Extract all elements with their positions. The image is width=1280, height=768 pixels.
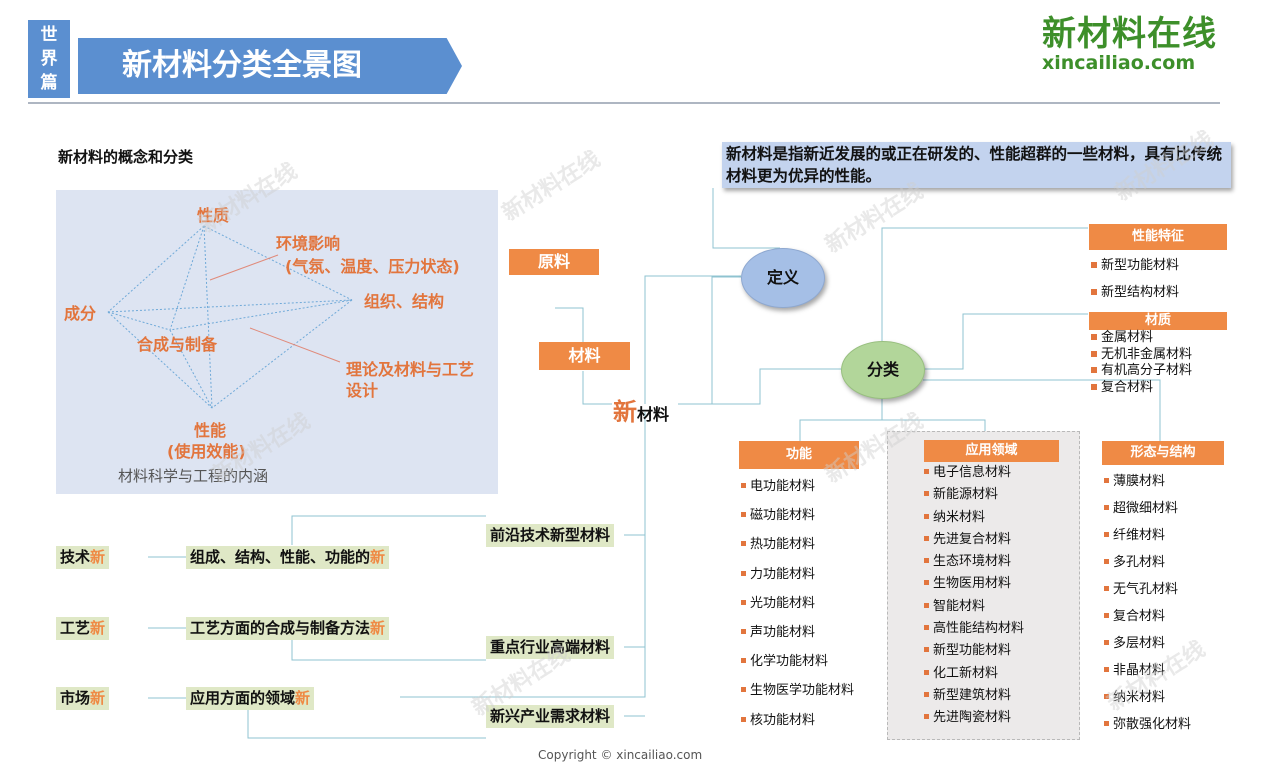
- list-item: 无机非金属材料: [1091, 347, 1192, 363]
- list-item: 生物医学功能材料: [741, 676, 854, 705]
- list-item: 金属材料: [1091, 330, 1153, 346]
- application-list: 电子信息材料 新能源材料 纳米材料 先进复合材料 生态环境材料 生物医用材料 智…: [924, 462, 1024, 730]
- list-item: 先进复合材料: [924, 529, 1024, 551]
- node-property: 性质: [197, 206, 230, 225]
- list-item: 无气孔材料: [1104, 576, 1191, 603]
- material-box: 材料: [539, 342, 630, 370]
- function-list: 电功能材料 磁功能材料 热功能材料 力功能材料 光功能材料 声功能材料 化学功能…: [741, 472, 854, 735]
- process-new-desc: 工艺方面的合成与制备方法新: [186, 617, 390, 640]
- list-item: 复合材料: [1091, 380, 1153, 396]
- list-item: 非晶材料: [1104, 657, 1191, 684]
- list-item: 超微细材料: [1104, 495, 1191, 522]
- side-tab-char: 界: [40, 49, 58, 69]
- side-tab-char: 世: [40, 25, 58, 45]
- annotation-environment: 环境影响: [276, 234, 341, 253]
- form-structure-list: 薄膜材料 超微细材料 纤维材料 多孔材料 无气孔材料 复合材料 多层材料 非晶材…: [1104, 468, 1191, 738]
- list-item: 高性能结构材料: [924, 618, 1024, 640]
- annotation-theory: 理论及材料与工艺: [346, 360, 475, 379]
- concept-panel: [56, 190, 498, 494]
- annotation-environment-sub: (气氛、温度、压力状态): [285, 257, 460, 276]
- list-item: 化工新材料: [924, 663, 1024, 685]
- logo-name: 新材料在线: [1042, 14, 1217, 54]
- list-item: 力功能材料: [741, 560, 854, 589]
- tech-new-hl: 新: [90, 548, 106, 566]
- list-item: 多孔材料: [1104, 549, 1191, 576]
- market-new-desc-hl: 新: [295, 689, 311, 707]
- category-key-industry: 重点行业高端材料: [486, 636, 615, 659]
- panel-caption: 材料科学与工程的内涵: [118, 467, 269, 485]
- market-new-hl: 新: [90, 689, 106, 707]
- list-item: 智能材料: [924, 596, 1024, 618]
- process-new-hl: 新: [90, 619, 106, 637]
- list-item: 核功能材料: [741, 706, 854, 735]
- list-item: 先进陶瓷材料: [924, 707, 1024, 729]
- copyright: Copyright © xincailiao.com: [538, 748, 703, 762]
- material-quality-header: 材质: [1089, 312, 1227, 330]
- list-item: 有机高分子材料: [1091, 363, 1192, 379]
- center-xin: 新: [613, 398, 637, 426]
- process-new-desc-text: 工艺方面的合成与制备方法: [190, 619, 371, 637]
- node-synthesis: 合成与制备: [137, 335, 218, 354]
- node-composition: 成分: [64, 304, 97, 323]
- definition-node: 定义: [741, 248, 825, 308]
- list-item: 新型结构材料: [1091, 285, 1179, 301]
- list-item: 新能源材料: [924, 484, 1024, 506]
- market-new-desc-text: 应用方面的领域: [190, 689, 296, 707]
- side-tab-char: 篇: [40, 73, 58, 93]
- process-new-desc-hl: 新: [370, 619, 386, 637]
- node-performance-sub: (使用效能): [167, 442, 246, 461]
- list-item: 弥散强化材料: [1104, 711, 1191, 738]
- header-divider: [28, 102, 1220, 104]
- tech-new-prefix: 技术: [60, 548, 91, 566]
- new-material-center: 新材料: [613, 392, 669, 427]
- definition-box: 新材料是指新近发展的或正在研发的、性能超群的一些材料，具有比传统材料更为优异的性…: [722, 142, 1231, 188]
- list-item: 热功能材料: [741, 530, 854, 559]
- form-structure-header: 形态与结构: [1102, 441, 1224, 465]
- tech-new-label: 技术新: [56, 546, 110, 569]
- list-item: 纤维材料: [1104, 522, 1191, 549]
- annotation-theory-sub: 设计: [346, 381, 379, 400]
- list-item: 光功能材料: [741, 589, 854, 618]
- process-new-label: 工艺新: [56, 617, 110, 640]
- category-frontier: 前沿技术新型材料: [486, 524, 615, 547]
- list-item: 纳米材料: [1104, 684, 1191, 711]
- list-item: 生物医用材料: [924, 573, 1024, 595]
- category-emerging: 新兴产业需求材料: [486, 705, 615, 728]
- list-item: 新型功能材料: [1091, 258, 1179, 274]
- concept-title: 新材料的概念和分类: [58, 148, 194, 166]
- page-title: 新材料分类全景图: [78, 38, 462, 94]
- logo-url: xincailiao.com: [1042, 52, 1196, 74]
- list-item: 多层材料: [1104, 630, 1191, 657]
- list-item: 复合材料: [1104, 603, 1191, 630]
- tech-new-desc-text: 组成、结构、性能、功能的: [190, 548, 371, 566]
- list-item: 声功能材料: [741, 618, 854, 647]
- side-tab: 世 界 篇: [28, 20, 70, 98]
- list-item: 薄膜材料: [1104, 468, 1191, 495]
- market-new-prefix: 市场: [60, 689, 91, 707]
- classification-node: 分类: [841, 341, 925, 399]
- performance-feature-header: 性能特征: [1089, 224, 1227, 250]
- raw-material-box: 原料: [509, 249, 599, 275]
- list-item: 新型功能材料: [924, 640, 1024, 662]
- node-performance: 性能: [194, 421, 227, 440]
- node-structure: 组织、结构: [364, 292, 445, 311]
- list-item: 电子信息材料: [924, 462, 1024, 484]
- application-header: 应用领域: [924, 440, 1059, 462]
- list-item: 电功能材料: [741, 472, 854, 501]
- list-item: 磁功能材料: [741, 501, 854, 530]
- center-rest: 材料: [637, 405, 670, 424]
- list-item: 生态环境材料: [924, 551, 1024, 573]
- function-header: 功能: [739, 441, 859, 469]
- list-item: 纳米材料: [924, 507, 1024, 529]
- market-new-desc: 应用方面的领域新: [186, 687, 315, 710]
- tech-new-desc: 组成、结构、性能、功能的新: [186, 546, 390, 569]
- process-new-prefix: 工艺: [60, 619, 91, 637]
- market-new-label: 市场新: [56, 687, 110, 710]
- tech-new-desc-hl: 新: [370, 548, 386, 566]
- list-item: 化学功能材料: [741, 647, 854, 676]
- list-item: 新型建筑材料: [924, 685, 1024, 707]
